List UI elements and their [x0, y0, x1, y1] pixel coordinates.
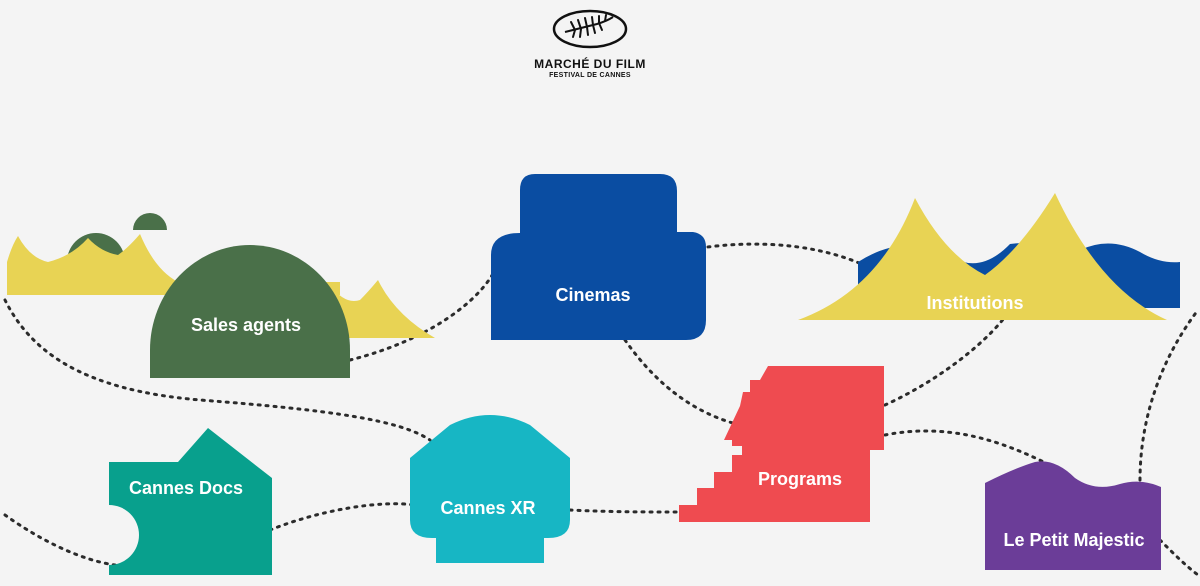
le-petit-majestic-shape	[985, 461, 1161, 570]
path-majestic-to-edge	[1138, 308, 1200, 482]
path-docs-to-xr	[268, 502, 417, 532]
region-sales-agents[interactable]: Sales agents	[150, 245, 350, 378]
dotted-paths	[3, 242, 1200, 577]
path-programs-to-majestic	[883, 429, 1062, 472]
path-cinemas-to-institutions	[698, 242, 872, 270]
left-hills-decoration	[7, 213, 435, 338]
path-majestic-to-edge-bottom	[1158, 538, 1200, 577]
brand-subtitle: FESTIVAL DE CANNES	[549, 72, 631, 79]
region-cinemas[interactable]: Cinemas	[491, 174, 706, 340]
region-cannes-xr[interactable]: Cannes XR	[410, 415, 570, 563]
cannes-xr-shape	[410, 415, 570, 563]
cannes-xr-label: Cannes XR	[440, 498, 535, 518]
region-cannes-docs[interactable]: Cannes Docs	[109, 428, 272, 575]
path-edge-to-docs	[3, 513, 117, 567]
sales-agents-shape	[150, 245, 350, 378]
region-le-petit-majestic[interactable]: Le Petit Majestic	[985, 461, 1161, 570]
region-programs[interactable]: Programs	[679, 366, 884, 522]
cinemas-shape	[491, 174, 706, 340]
path-sales-to-cinemas	[348, 268, 497, 362]
cinemas-label: Cinemas	[555, 285, 630, 305]
cannes-docs-shape	[109, 428, 272, 575]
sales-agents-label: Sales agents	[191, 315, 301, 335]
palm-leaf-emblem-icon	[552, 9, 628, 49]
brand-logo[interactable]: MARCHÉ DU FILM FESTIVAL DE CANNES	[500, 8, 680, 79]
le-petit-majestic-label: Le Petit Majestic	[1003, 530, 1144, 550]
programs-label: Programs	[758, 469, 842, 489]
institutions-label: Institutions	[927, 293, 1024, 313]
path-xr-to-programs	[568, 508, 682, 514]
region-institutions[interactable]: Institutions	[798, 193, 1180, 320]
brand-title: MARCHÉ DU FILM	[534, 57, 646, 71]
programs-shape	[679, 366, 884, 522]
institutions-shape	[798, 193, 1167, 320]
cannes-docs-label: Cannes Docs	[129, 478, 243, 498]
path-programs-to-institutions	[883, 308, 1012, 407]
path-cinemas-to-programs	[623, 338, 742, 427]
